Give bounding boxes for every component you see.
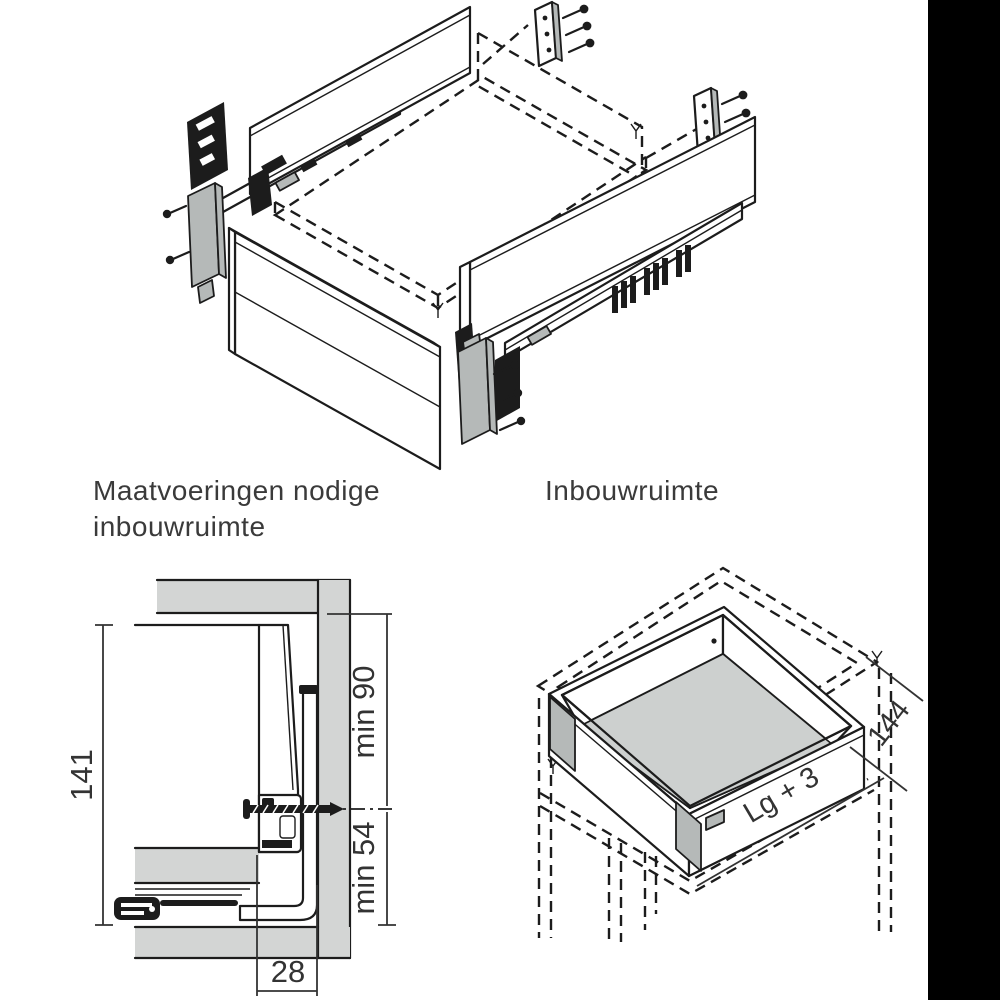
installation-space-diagram: 144 Lg + 3 — [535, 566, 924, 942]
dimension-min-bottom-label: min 54 — [346, 821, 381, 914]
drawer-box — [547, 605, 866, 878]
right-black-bar — [928, 0, 1000, 1000]
back-bracket-left-screws — [561, 4, 595, 54]
left-section-title-line2: inbouwruimte — [93, 511, 266, 542]
left-section-title-line1: Maatvoeringen nodige — [93, 475, 380, 506]
dimension-install-height-label: 144 — [861, 695, 916, 753]
drawer-bottom-board — [133, 846, 261, 896]
mounting-screw — [243, 799, 392, 819]
assembly-leader-lines — [482, 24, 713, 180]
front-fixing-plate-left — [162, 182, 227, 304]
corner-direction-marks — [432, 123, 642, 318]
dimension-front-offset: 28 — [256, 855, 318, 996]
dimension-front-offset-label: 28 — [271, 954, 305, 989]
right-section-title: Inbouwruimte — [545, 475, 719, 506]
cabinet-bottom-panel — [133, 925, 352, 960]
dimension-side-height-label: 141 — [64, 749, 99, 801]
cross-section-diagram: 141 min 90 min 54 28 — [64, 578, 396, 996]
back-bracket-left — [533, 0, 563, 68]
front-fixing-plate-right — [457, 333, 526, 445]
left-drawer-side-panel — [248, 5, 472, 216]
dimension-min-bottom: min 54 — [346, 812, 396, 926]
front-panel — [227, 226, 442, 471]
exploded-assembly-diagram — [162, 0, 757, 471]
dashed-back-panel — [476, 31, 644, 182]
dashed-bottom-panel — [272, 75, 649, 310]
dimension-side-height: 141 — [64, 624, 113, 926]
dimension-min-top-label: min 90 — [346, 665, 381, 758]
dimension-min-top: min 90 — [346, 614, 388, 806]
rail-comb-brackets — [612, 245, 691, 313]
